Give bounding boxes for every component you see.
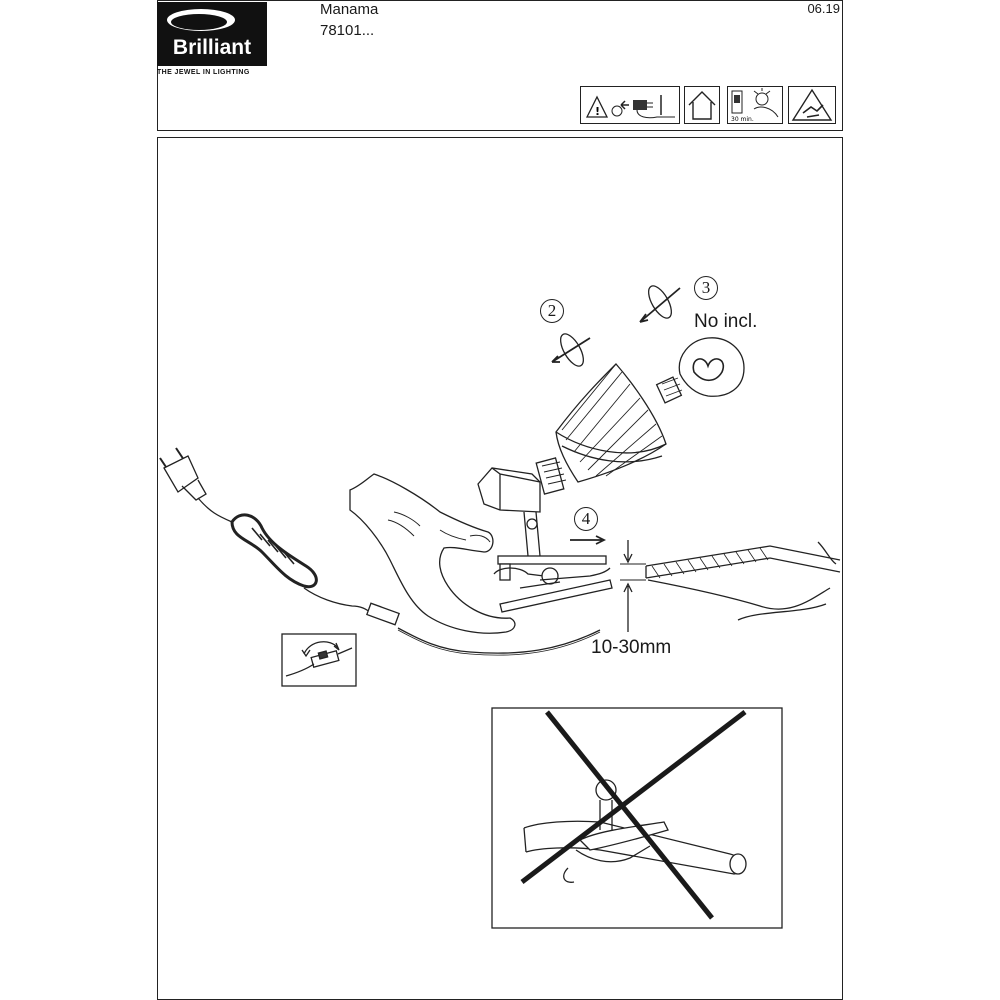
hot-bulb-cooldown-icon: 30 min. [727,86,783,124]
svg-text:!: ! [595,105,600,118]
step-4-marker: 4 [574,507,598,531]
hand-illustration [349,473,516,634]
logo-swoosh-icon [167,9,235,31]
brilliant-logo: Brilliant THE JEWEL IN LIGHTING [157,2,267,79]
product-name: Manama [320,1,379,18]
power-cord [303,587,373,615]
push-arrow-icon [570,535,607,545]
step-2-marker: 2 [540,299,564,323]
rotate-arrow-icon [639,285,681,323]
step-3-marker: 3 [694,276,718,300]
product-code: 78101... [320,22,375,39]
lamp-arm [523,511,541,557]
prohibited-cross-icon [520,710,747,884]
warning-unplug-icon: ! [580,86,680,124]
no-pinch-hazard-icon [788,86,836,124]
revision-date: 06.19 [807,1,840,16]
power-cord [397,627,601,654]
logo-tagline: THE JEWEL IN LIGHTING [157,69,250,76]
thickness-dimension [620,540,646,632]
clamp-range-label: 10-30mm [591,637,672,658]
rotate-arrow-icon [551,333,591,367]
lamp-head [477,457,567,513]
cord-coil [230,513,318,589]
logo-block: Brilliant [157,2,267,66]
indoor-use-icon [684,86,720,124]
inline-switch [366,602,400,626]
prohibited-mounting-inset [491,707,783,929]
power-cord [197,497,233,523]
prohibited-cross-icon [545,710,714,920]
plug-icon [159,447,207,501]
lamp-shade [555,363,667,483]
logo-wordmark: Brilliant [172,36,252,59]
bulb-illustration [655,337,745,404]
bulb-not-included-label: No incl. [694,311,758,332]
clamp-illustration [493,555,613,613]
toggle-arrow-icon [303,641,339,655]
cooldown-label: 30 min. [731,116,754,123]
tabletop-edge [645,541,841,621]
